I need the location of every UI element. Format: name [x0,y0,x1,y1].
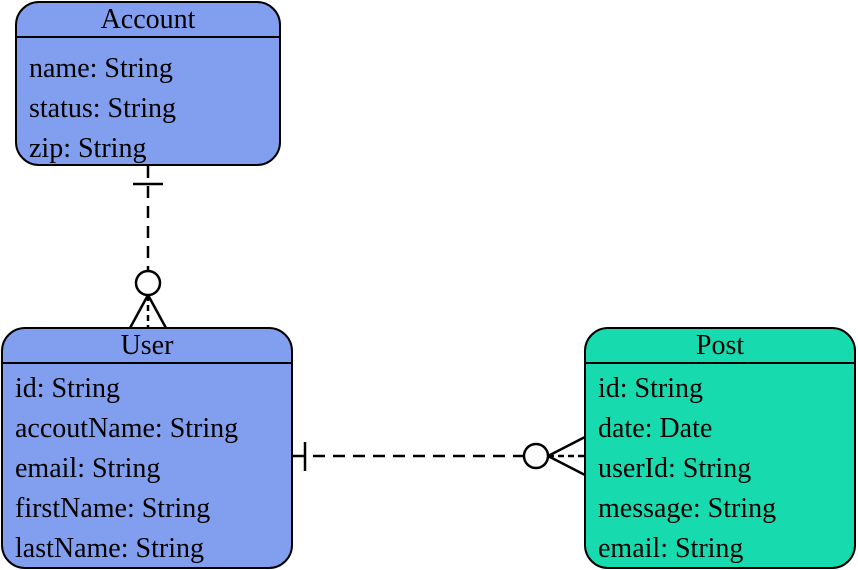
attribute-row: accoutName: String [15,413,239,444]
attribute-row: email: String [598,533,744,564]
crows-foot-mark [146,294,168,329]
attribute-row: zip: String [29,133,147,164]
attribute-list: id: String date: Date userId: String messag… [586,364,854,567]
attribute-list: id: String accoutName: String email: Strin… [3,364,291,567]
attribute-row: id: String [15,373,121,404]
crows-foot-mark [547,454,586,477]
attribute-row: lastName: String [15,533,204,564]
entity-title: Post [586,329,854,364]
relationship-account-user[interactable] [128,166,168,329]
attribute-row: name: String [29,53,173,84]
attribute-row: status: String [29,93,177,124]
attribute-row: id: String [598,373,704,404]
attribute-list: name: String status: String zip: String [17,38,279,164]
entity-post[interactable]: Post id: String date: Date userId: String m… [584,327,856,569]
entity-title: User [3,329,291,364]
attribute-row: userId: String [598,453,752,484]
attribute-row: date: Date [598,413,713,444]
crows-foot-mark [128,294,150,329]
relationship-user-post[interactable] [293,435,586,477]
entity-user[interactable]: User id: String accoutName: String email: … [1,327,293,569]
attribute-row: message: String [598,493,777,524]
attribute-row: email: String [15,453,161,484]
entity-title: Account [17,3,279,38]
crows-foot-mark [547,435,586,458]
zero-cardinality-mark [522,442,550,470]
entity-account[interactable]: Account name: String status: String zip: S… [15,1,281,166]
zero-cardinality-mark [134,269,162,297]
attribute-row: firstName: String [15,493,211,524]
